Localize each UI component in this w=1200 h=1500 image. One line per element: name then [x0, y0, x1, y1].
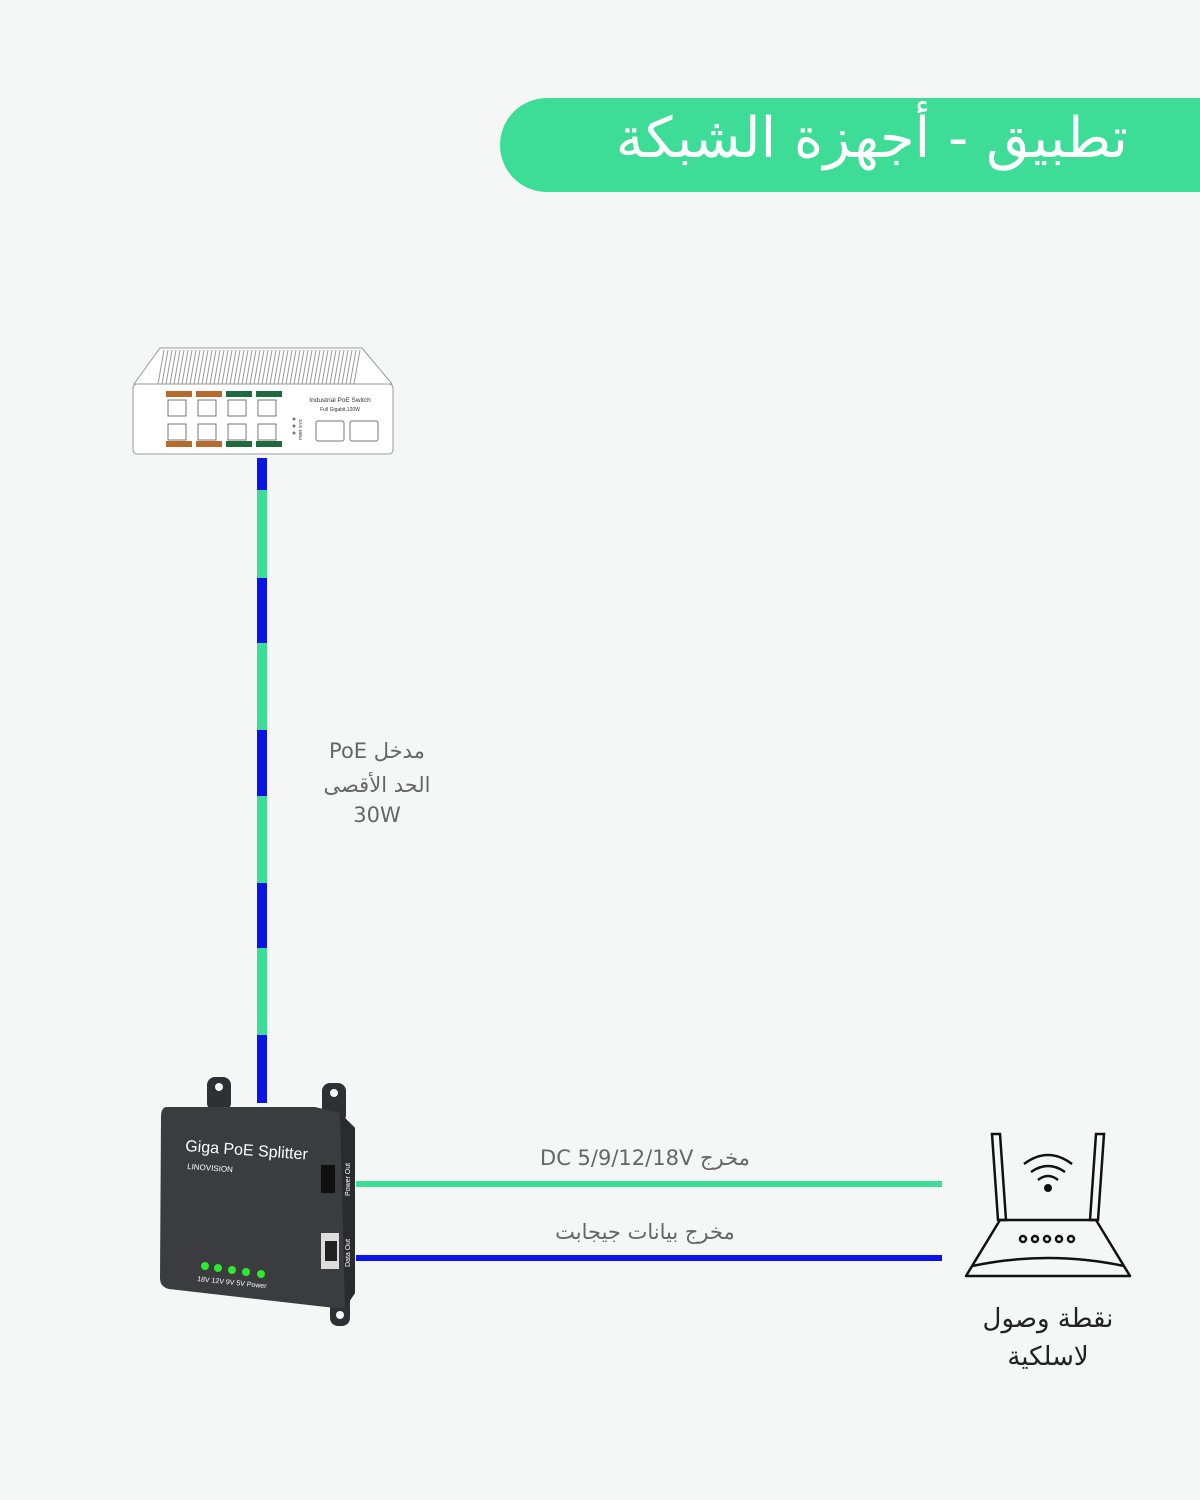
heatsink-fin — [257, 349, 265, 385]
heatsink-fin — [157, 349, 165, 385]
heatsink-fin — [285, 349, 293, 385]
splitter-led-labels: 18V 12V 9V 5V Power — [197, 1276, 268, 1290]
heatsink-fin — [341, 349, 349, 385]
heatsink-fin — [229, 349, 237, 385]
heatsink-fin — [193, 349, 201, 385]
data-out-label: Data Out — [345, 1239, 352, 1267]
heatsink-fin — [293, 349, 301, 385]
heatsink-fin — [165, 349, 173, 385]
poe-splitter-icon: Giga PoE Splitter LINOVISION 18V 12V 9V … — [160, 1077, 355, 1326]
heatsink-fin — [309, 349, 317, 385]
poe-switch-icon: PWR SYS Industrial PoE Switch Full Gigab… — [132, 347, 394, 455]
heatsink-fin — [213, 349, 221, 385]
heatsink-fin — [273, 349, 281, 385]
heatsink-fin — [301, 349, 309, 385]
heatsink-fin — [297, 349, 305, 385]
data-output-cable — [356, 1255, 942, 1261]
heatsink-fin — [265, 349, 273, 385]
heatsink-fin — [253, 349, 261, 385]
heatsink-fin — [217, 349, 225, 385]
dc-output-cable — [356, 1181, 942, 1187]
heatsink-fin — [281, 349, 289, 385]
access-point-label: نقطة وصول لاسلكية — [960, 1300, 1136, 1376]
heatsink-fin — [173, 349, 181, 385]
heatsink-fin — [225, 349, 233, 385]
heatsink-fin — [313, 349, 321, 385]
heatsink-fin — [249, 349, 257, 385]
heatsink-fin — [325, 349, 333, 385]
heatsink-fin — [233, 349, 241, 385]
poe-input-cable — [257, 458, 267, 1103]
switch-spec: Full Gigabit,120W — [320, 407, 360, 413]
title-banner: تطبيق - أجهزة الشبكة — [500, 98, 1200, 192]
data-output-label: مخرج بيانات جيجابت — [555, 1220, 735, 1244]
heatsink-fin — [277, 349, 285, 385]
poe-input-label: مدخل PoE الحد الأقصى 30W — [300, 734, 454, 828]
heatsink-fin — [337, 349, 345, 385]
heatsink-fin — [189, 349, 197, 385]
heatsink-fin — [289, 349, 297, 385]
dc-output-label: مخرج DC 5/9/12/18V — [540, 1146, 750, 1170]
heatsink-fin — [329, 349, 337, 385]
switch-leds: PWR SYS — [298, 419, 303, 440]
heatsink-fin — [241, 349, 249, 385]
heatsink-fin — [221, 349, 229, 385]
heatsink-fin — [261, 349, 269, 385]
heatsink-fin — [237, 349, 245, 385]
heatsink-fin — [209, 349, 217, 385]
splitter-brand: LINOVISION — [187, 1162, 234, 1174]
heatsink-fin — [269, 349, 277, 385]
poe-input-line1: مدخل PoE — [329, 739, 425, 763]
heatsink-fin — [181, 349, 189, 385]
access-point-line2: لاسلكية — [1007, 1342, 1089, 1372]
heatsink-fin — [161, 349, 169, 385]
heatsink-fin — [169, 349, 177, 385]
poe-input-line3: 30W — [353, 803, 401, 827]
heatsink-fin — [177, 349, 185, 385]
heatsink-fin — [353, 349, 361, 385]
heatsink-fin — [185, 349, 193, 385]
heatsink-fin — [345, 349, 353, 385]
access-point-line1: نقطة وصول — [982, 1304, 1114, 1334]
power-out-label: Power Out — [345, 1163, 352, 1196]
heatsink-fin — [197, 349, 205, 385]
heatsink-fin — [321, 349, 329, 385]
page-title: تطبيق - أجهزة الشبكة — [615, 106, 1128, 171]
heatsink-fin — [245, 349, 253, 385]
heatsink-fin — [333, 349, 341, 385]
heatsink-fin — [201, 349, 209, 385]
switch-name: Industrial PoE Switch — [309, 397, 371, 404]
poe-input-line2: الحد الأقصى — [323, 773, 431, 797]
heatsink-fin — [205, 349, 213, 385]
heatsink-fin — [317, 349, 325, 385]
heatsink-fin — [305, 349, 313, 385]
wifi-router-icon — [964, 1132, 1132, 1278]
heatsink-fin — [349, 349, 357, 385]
